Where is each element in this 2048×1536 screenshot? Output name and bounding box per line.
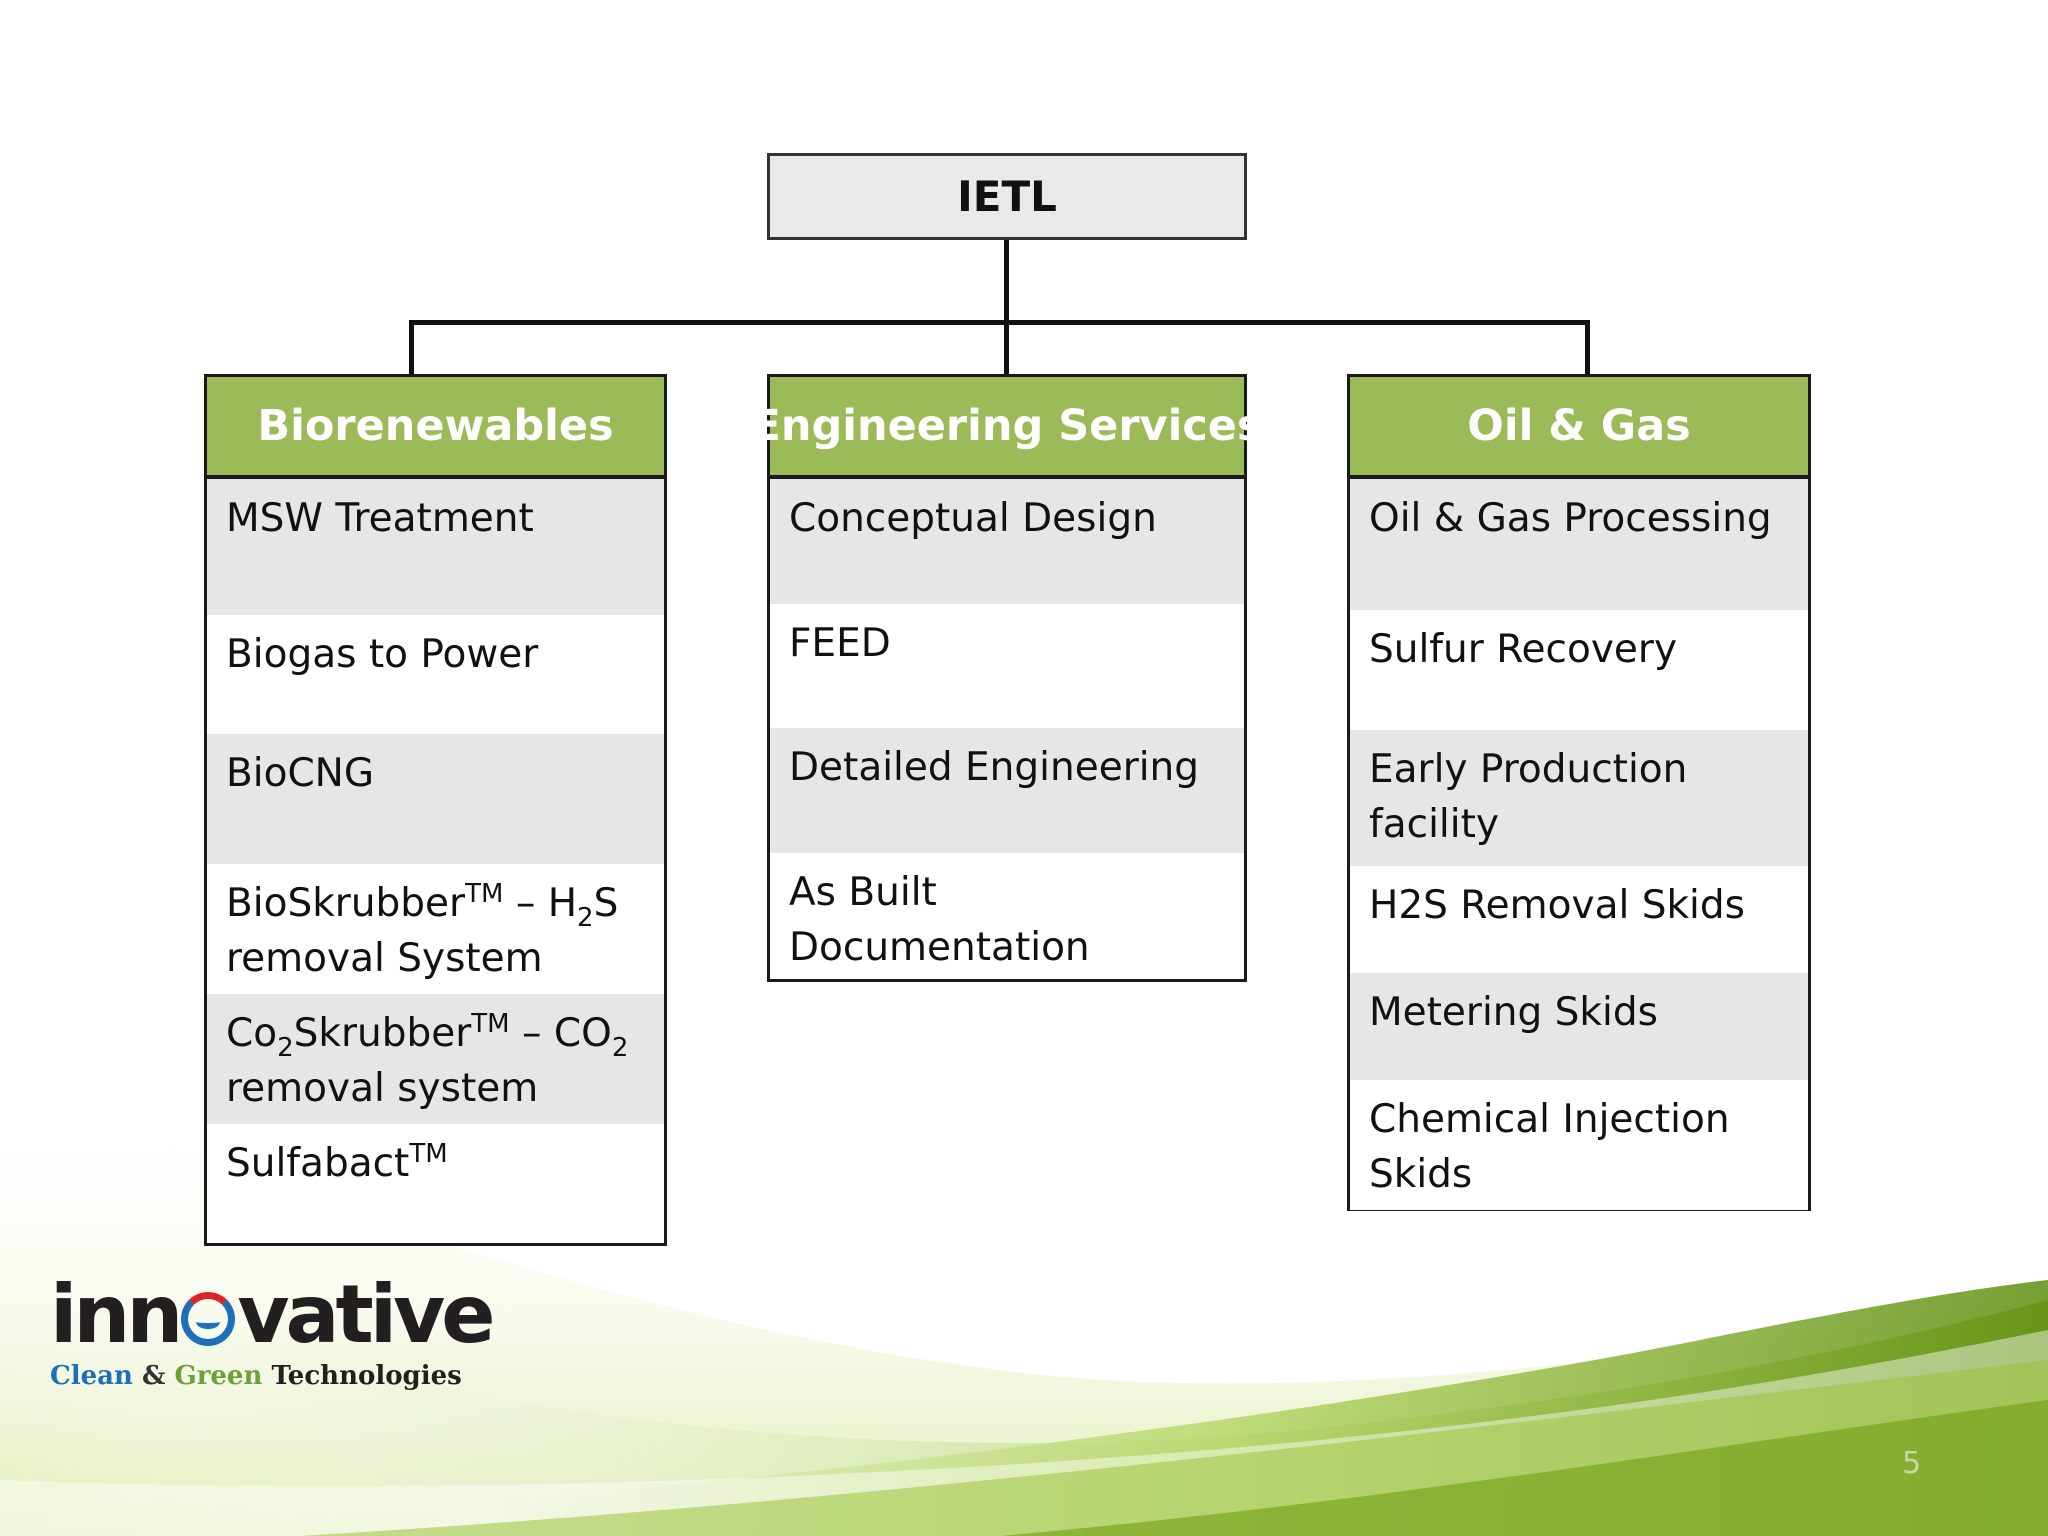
list-item-sulfabact: SulfabactTM xyxy=(207,1124,664,1242)
list-item-bioskrubber: BioSkrubberTM – H2S removal System xyxy=(207,864,664,994)
list-item-conceptual-design: Conceptual Design xyxy=(770,479,1244,604)
connector-horizontal-bar xyxy=(409,320,1590,325)
list-item-co2skrubber: Co2SkrubberTM – CO2 removal system xyxy=(207,994,664,1124)
list-item-biogas-to-power: Biogas to Power xyxy=(207,615,664,734)
list-item-feed: FEED xyxy=(770,604,1244,728)
column-oil-and-gas: Oil & Gas Oil & Gas Processing Sulfur Re… xyxy=(1347,374,1811,1211)
column-header-engineering-services: Engineering Services xyxy=(751,377,1263,479)
logo-tagline: Clean & Green Technologies xyxy=(50,1361,462,1391)
list-item-as-built-documentation: As Built Documentation xyxy=(770,853,1244,979)
column-engineering-services: Engineering Services Conceptual Design F… xyxy=(751,374,1263,982)
list-item-oil-gas-processing: Oil & Gas Processing xyxy=(1350,479,1808,610)
column-biorenewables: Biorenewables MSW Treatment Biogas to Po… xyxy=(204,374,667,1246)
connector-right-drop xyxy=(1585,320,1590,376)
root-node-ietl: IETL xyxy=(767,153,1247,240)
list-item-metering-skids: Metering Skids xyxy=(1350,973,1808,1080)
list-item-h2s-removal-skids: H2S Removal Skids xyxy=(1350,866,1808,973)
connector-left-drop xyxy=(409,320,414,376)
list-item-chemical-injection-skids: Chemical Injection Skids xyxy=(1350,1080,1808,1210)
page-number: 5 xyxy=(1902,1446,1922,1481)
column-header-biorenewables: Biorenewables xyxy=(207,377,664,479)
root-label: IETL xyxy=(957,172,1057,221)
list-item-detailed-engineering: Detailed Engineering xyxy=(770,728,1244,853)
list-item-biocng: BioCNG xyxy=(207,734,664,864)
list-item-early-production-facility: Early Production facility xyxy=(1350,730,1808,866)
connector-middle-drop xyxy=(1004,320,1009,376)
logo-o-icon xyxy=(181,1292,236,1346)
column-header-oil-and-gas: Oil & Gas xyxy=(1350,377,1808,479)
list-item-msw-treatment: MSW Treatment xyxy=(207,479,664,615)
list-item-sulfur-recovery: Sulfur Recovery xyxy=(1350,610,1808,730)
connector-root-stem xyxy=(1004,240,1009,324)
